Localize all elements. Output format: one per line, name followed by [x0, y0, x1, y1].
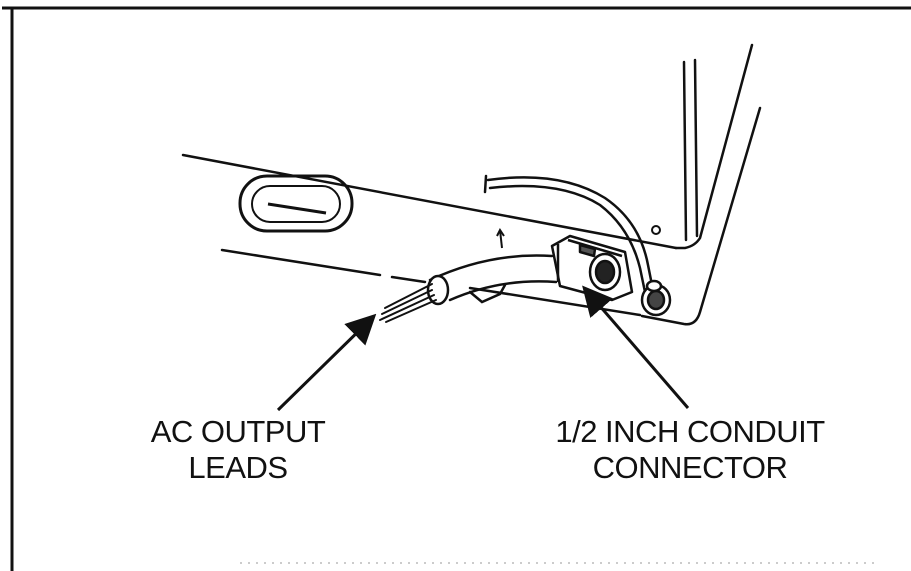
- ac-output-leads-label-line2: LEADS: [188, 450, 288, 485]
- ground-wire: [483, 174, 655, 294]
- conduit-connector-label: 1/2 INCH CONDUIT CONNECTOR: [505, 414, 875, 486]
- callout-arrows: [276, 285, 690, 412]
- arrow-ac-output-leads: [276, 313, 377, 412]
- conduit-connector-label-line1: 1/2 INCH CONDUIT: [555, 414, 825, 449]
- ac-output-leads-label: AC OUTPUT LEADS: [118, 414, 358, 486]
- panel-marks: [496, 225, 661, 249]
- conduit-connector: [550, 234, 634, 302]
- ground-terminal: [640, 279, 672, 317]
- arrow-conduit-connector: [582, 285, 690, 409]
- vent-slot: [238, 174, 354, 233]
- ac-output-cable: [426, 254, 558, 306]
- inverter-housing: [181, 43, 762, 326]
- ac-output-wires: [379, 283, 437, 323]
- conduit-connector-label-line2: CONNECTOR: [592, 450, 788, 485]
- ac-output-leads-label-line1: AC OUTPUT: [150, 414, 326, 449]
- figure-frame: [2, 6, 911, 571]
